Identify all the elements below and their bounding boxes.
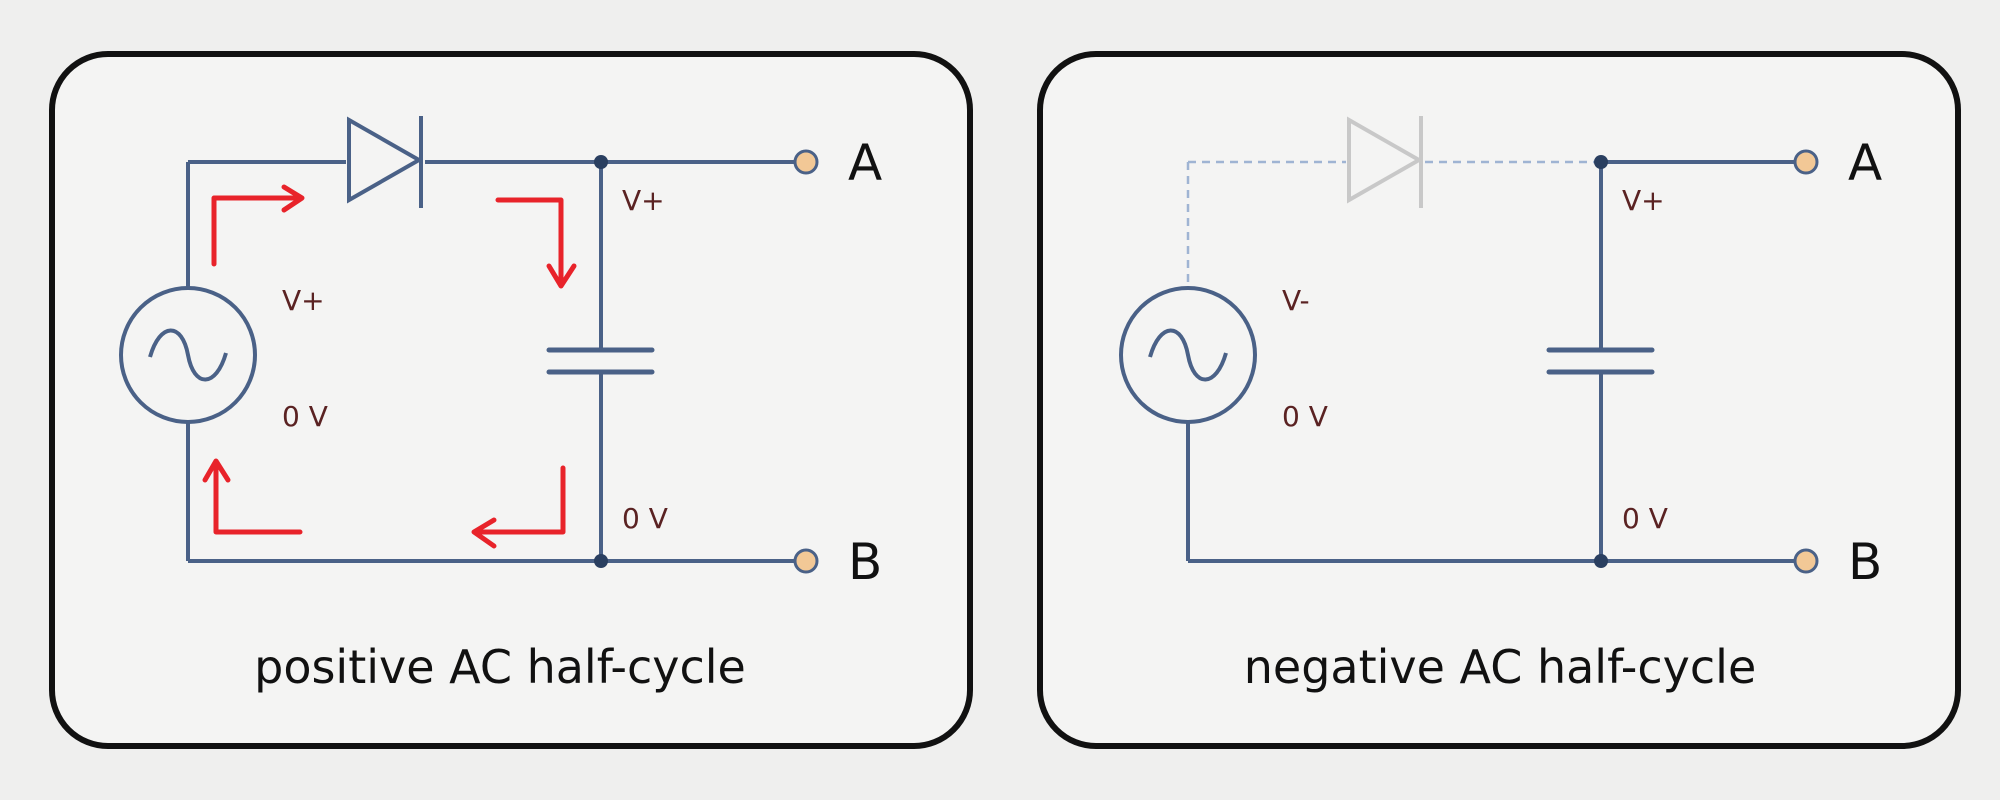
panel-border xyxy=(1037,51,1961,749)
current-arrow-icon xyxy=(495,197,577,289)
terminal-b-label: B xyxy=(1848,533,1882,591)
junction-dot xyxy=(594,155,608,169)
ac-source-icon xyxy=(119,286,257,424)
wires xyxy=(186,160,794,563)
top-rail-label: V+ xyxy=(1622,184,1665,217)
diode-icon xyxy=(1347,116,1424,208)
panel-caption: negative AC half-cycle xyxy=(1244,640,1757,694)
terminal-b-dot[interactable] xyxy=(1793,548,1819,574)
bottom-rail-label: 0 V xyxy=(622,502,668,535)
current-arrow-icon xyxy=(202,458,303,535)
terminal-b-label: B xyxy=(848,533,882,591)
source-top-label: V+ xyxy=(282,284,325,317)
source-bottom-label: 0 V xyxy=(1282,400,1328,433)
panel-positive: V+ 0 V V+ 0 V A B positive AC half-cycle xyxy=(49,51,973,749)
source-top-label: V- xyxy=(1282,284,1310,317)
junction-dot xyxy=(594,554,608,568)
ac-source-icon xyxy=(1119,286,1257,424)
capacitor-icon xyxy=(546,347,655,375)
current-arrow-icon xyxy=(211,184,305,267)
terminal-a-dot[interactable] xyxy=(1793,149,1819,175)
junction-dot xyxy=(1594,155,1608,169)
current-arrows xyxy=(202,184,577,549)
panel-caption: positive AC half-cycle xyxy=(254,640,746,694)
current-arrow-icon xyxy=(471,465,566,549)
terminal-a-label: A xyxy=(1848,134,1882,192)
diode-icon xyxy=(347,116,424,208)
wires xyxy=(1186,160,1794,563)
terminal-a-label: A xyxy=(848,134,882,192)
terminal-b-dot[interactable] xyxy=(793,548,819,574)
source-bottom-label: 0 V xyxy=(282,400,328,433)
terminal-a-dot[interactable] xyxy=(793,149,819,175)
panel-negative: V- 0 V V+ 0 V A B negative AC half-cycle xyxy=(1037,51,1961,749)
panel-border xyxy=(49,51,973,749)
bottom-rail-label: 0 V xyxy=(1622,502,1668,535)
junction-dot xyxy=(1594,554,1608,568)
capacitor-icon xyxy=(1546,347,1655,375)
wires-inactive xyxy=(1186,160,1600,289)
top-rail-label: V+ xyxy=(622,184,665,217)
